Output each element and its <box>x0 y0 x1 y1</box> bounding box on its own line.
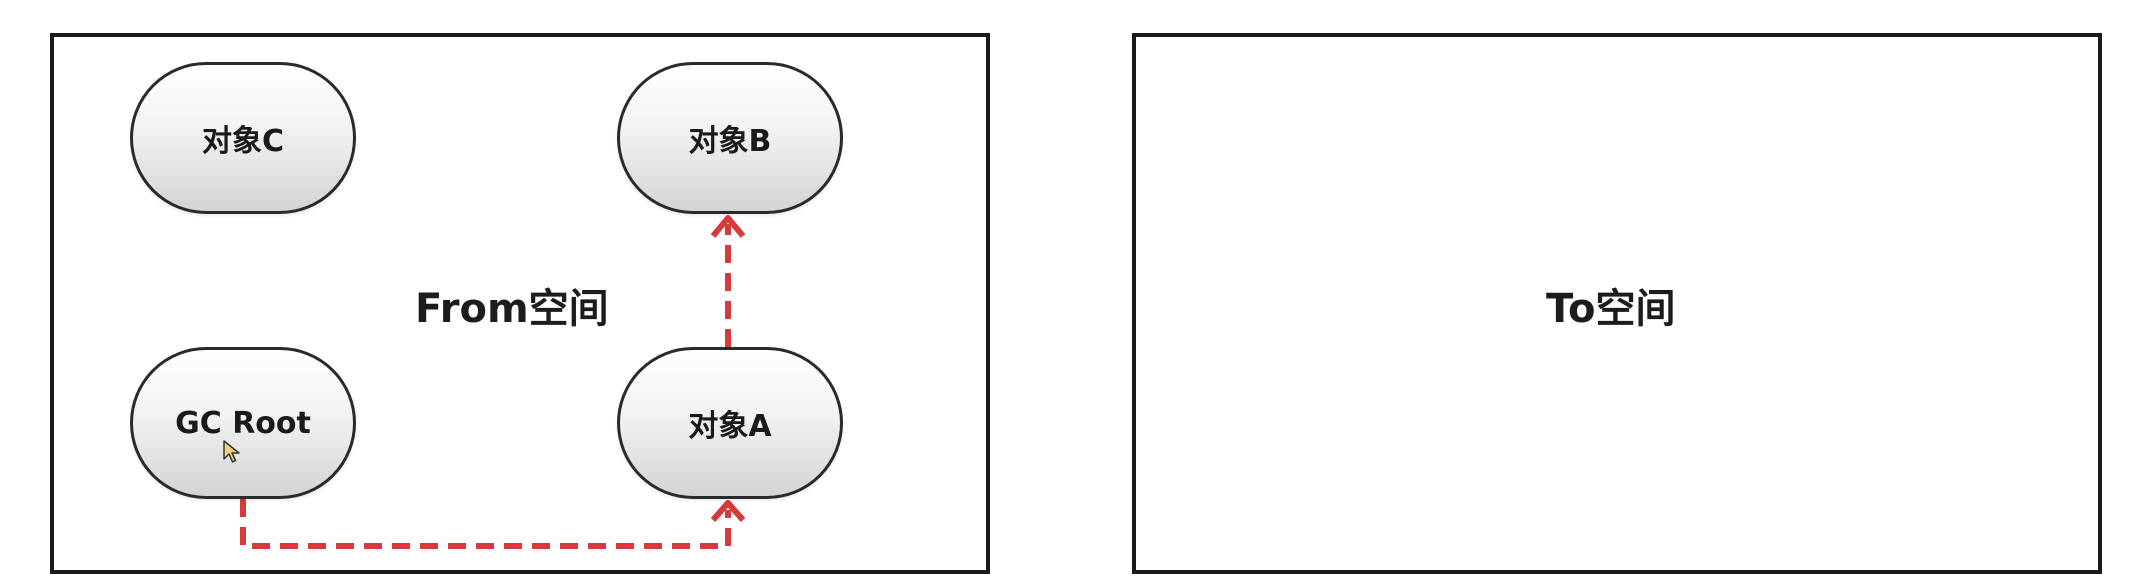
from-space-label: From空间 <box>415 286 609 332</box>
node-gc-root: GC Root <box>130 347 356 499</box>
mouse-pointer-icon <box>223 440 240 463</box>
node-object-a-label: 对象A <box>688 409 772 444</box>
node-object-c-label: 对象C <box>201 124 285 159</box>
node-object-c: 对象C <box>130 62 356 214</box>
node-object-b: 对象B <box>617 62 843 214</box>
to-space-box <box>1132 33 2102 574</box>
node-object-b-label: 对象B <box>688 124 772 159</box>
node-gc-root-label: GC Root <box>175 405 311 441</box>
to-space-label: To空间 <box>1546 286 1676 332</box>
node-object-a: 对象A <box>617 347 843 499</box>
